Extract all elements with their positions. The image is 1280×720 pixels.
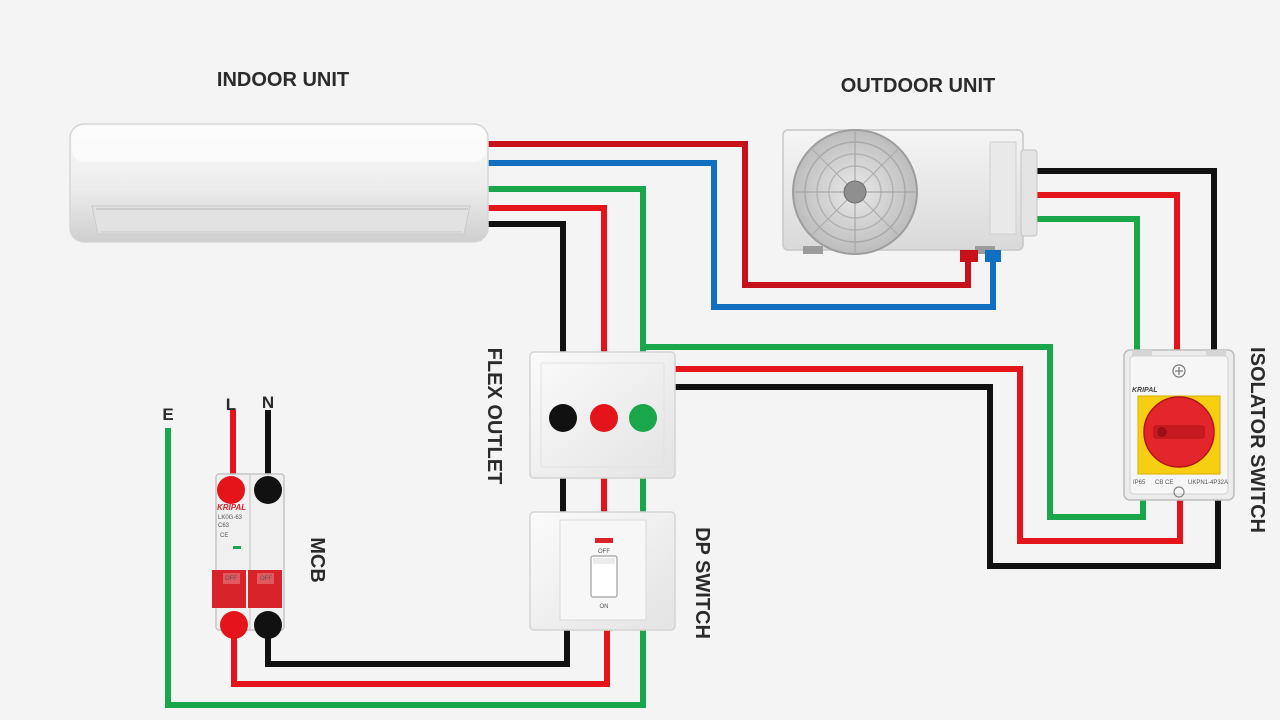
mcb-toggle-left[interactable]: [212, 570, 246, 608]
outlet-to-isolator-earth: [643, 344, 1146, 520]
outlet-line-terminal: [590, 404, 618, 432]
mcb-off-left: OFF: [225, 576, 237, 582]
isolator-to-outdoor-earth: [1032, 216, 1140, 352]
outdoor-unit: [782, 129, 1038, 262]
dp-switch-label: DP SWITCH: [691, 527, 713, 639]
interconnect-blue-wire: [484, 160, 996, 310]
mcb-to-dp-neutral: [265, 625, 570, 667]
mcb-model: LK0G-63: [218, 515, 243, 521]
outlet-to-isolator-neutral: [563, 384, 1221, 569]
earth-letter: E: [162, 405, 173, 424]
indoor-earth-wire: [484, 186, 646, 417]
isolator-marks: CB CE: [1155, 480, 1173, 486]
indoor-unit-label: INDOOR UNIT: [217, 69, 349, 91]
dp-on-label: ON: [600, 604, 609, 610]
dp-off-label: OFF: [598, 549, 610, 555]
isolator-screw-bottom: [1173, 486, 1185, 498]
isolator-to-outdoor-neutral: [1022, 168, 1217, 352]
supply-earth-wire: [165, 428, 646, 708]
dp-indicator: [595, 538, 613, 543]
indoor-unit: [69, 123, 489, 243]
dp-rocker[interactable]: [590, 555, 618, 598]
mcb-rating: C63: [218, 523, 230, 529]
isolator-to-outdoor-line: [1032, 192, 1180, 352]
outlet-neutral-terminal: [549, 404, 577, 432]
mcb-off-right: OFF: [260, 576, 272, 582]
indoor-line-wire: [484, 205, 607, 417]
outdoor-unit-label: OUTDOOR UNIT: [841, 75, 995, 97]
line-letter: L: [226, 395, 236, 414]
outlet-to-isolator-line: [604, 366, 1183, 544]
neutral-letter: N: [262, 393, 274, 412]
mcb: KRIPAL LK0G-63 C63 CE OFF OFF: [212, 473, 285, 631]
mcb-neutral-in-terminal: [254, 476, 282, 504]
isolator-screw-top: [1172, 364, 1186, 378]
isolator-brand: KRIPAL: [1132, 387, 1158, 394]
mcb-brand: KRIPAL: [217, 503, 246, 512]
mcb-ce-mark: CE: [220, 533, 228, 539]
mcb-label: MCB: [306, 537, 328, 583]
fan-grille: [792, 129, 918, 255]
isolator-switch-label: ISOLATOR SWITCH: [1246, 347, 1268, 533]
interconnect-red-wire: [484, 141, 971, 288]
isolator-model: UKPN1-4P32A: [1188, 480, 1228, 486]
mcb-line-out-terminal: [220, 611, 248, 639]
dp-switch[interactable]: OFF ON: [529, 511, 676, 631]
mcb-to-dp-line: [231, 625, 610, 687]
isolator-switch: KRIPAL IP65 CB CE UKPN1-4P32A: [1123, 349, 1235, 501]
mcb-toggle-right[interactable]: [248, 570, 282, 608]
outlet-earth-terminal: [629, 404, 657, 432]
isolator-ip-rating: IP65: [1133, 480, 1146, 486]
mcb-line-in-terminal: [217, 476, 245, 504]
flex-outlet-label: FLEX OUTLET: [483, 348, 505, 485]
mcb-neutral-out-terminal: [254, 611, 282, 639]
